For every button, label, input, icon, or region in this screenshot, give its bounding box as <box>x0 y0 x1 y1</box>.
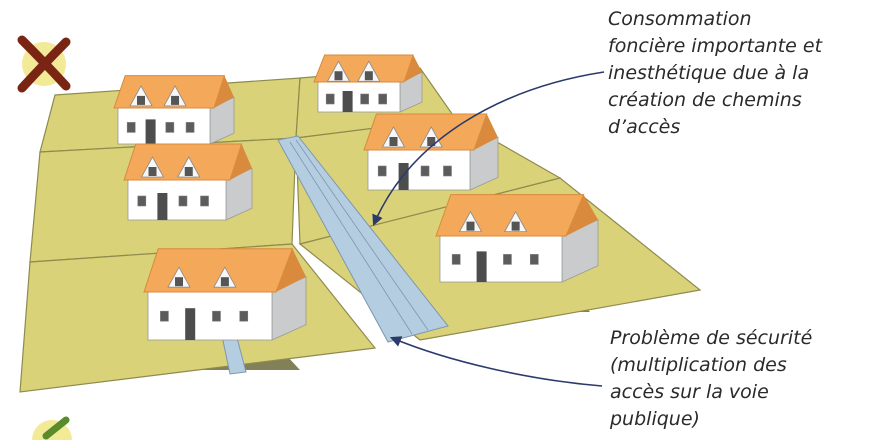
dormer-window <box>220 277 229 287</box>
house <box>313 54 423 113</box>
window <box>239 310 249 322</box>
house <box>363 113 499 191</box>
dormer-window <box>466 221 475 231</box>
door <box>476 251 487 282</box>
house-roof-end <box>230 144 252 180</box>
window <box>137 195 147 207</box>
arrow-to-road-exit <box>389 336 603 387</box>
window <box>178 195 188 207</box>
house-roof-end <box>276 248 306 292</box>
window <box>451 254 461 265</box>
house <box>123 143 253 221</box>
house <box>143 248 307 341</box>
window <box>503 254 512 265</box>
road-lane-line <box>289 141 413 335</box>
door <box>185 308 196 340</box>
window <box>443 165 452 177</box>
window <box>378 93 387 105</box>
dormer-window <box>148 167 157 176</box>
window <box>212 310 221 322</box>
annotation-arrows <box>372 71 605 387</box>
markers <box>17 35 72 440</box>
dormer-window <box>427 137 436 146</box>
window <box>160 310 169 322</box>
house-roof-end <box>474 114 498 150</box>
dormer-window <box>184 167 193 176</box>
window <box>200 195 209 207</box>
annotation-land-consumption: Consommation foncière importante et ines… <box>608 8 823 138</box>
window <box>126 122 136 133</box>
house-facade <box>147 291 273 341</box>
dormer-window <box>334 71 343 81</box>
house <box>113 75 235 145</box>
window <box>165 122 175 133</box>
dormer-window <box>171 95 180 105</box>
house-roof-end <box>214 75 234 108</box>
houses <box>113 54 599 341</box>
window <box>529 254 539 265</box>
cross-icon <box>17 37 71 93</box>
dormer-window <box>389 137 398 146</box>
road-lane-line <box>295 139 429 331</box>
window <box>185 122 195 133</box>
arrow-to-access-road <box>372 71 605 227</box>
annotation-safety-problem: Problème de sécurité (multiplication des… <box>610 327 813 430</box>
house <box>435 194 599 283</box>
house-roof-end <box>404 55 422 82</box>
window <box>325 93 335 105</box>
window <box>360 93 369 105</box>
house-roof-end <box>566 194 598 236</box>
dormer-window <box>364 71 373 81</box>
door <box>398 163 409 190</box>
access-road <box>277 135 449 343</box>
door <box>145 119 156 144</box>
door <box>342 91 353 112</box>
window <box>377 165 387 177</box>
dormer-window <box>175 277 183 287</box>
door <box>157 193 168 220</box>
dormer-window <box>511 221 520 231</box>
window <box>420 165 430 177</box>
check-icon <box>42 416 70 440</box>
dormer-window <box>137 95 145 105</box>
